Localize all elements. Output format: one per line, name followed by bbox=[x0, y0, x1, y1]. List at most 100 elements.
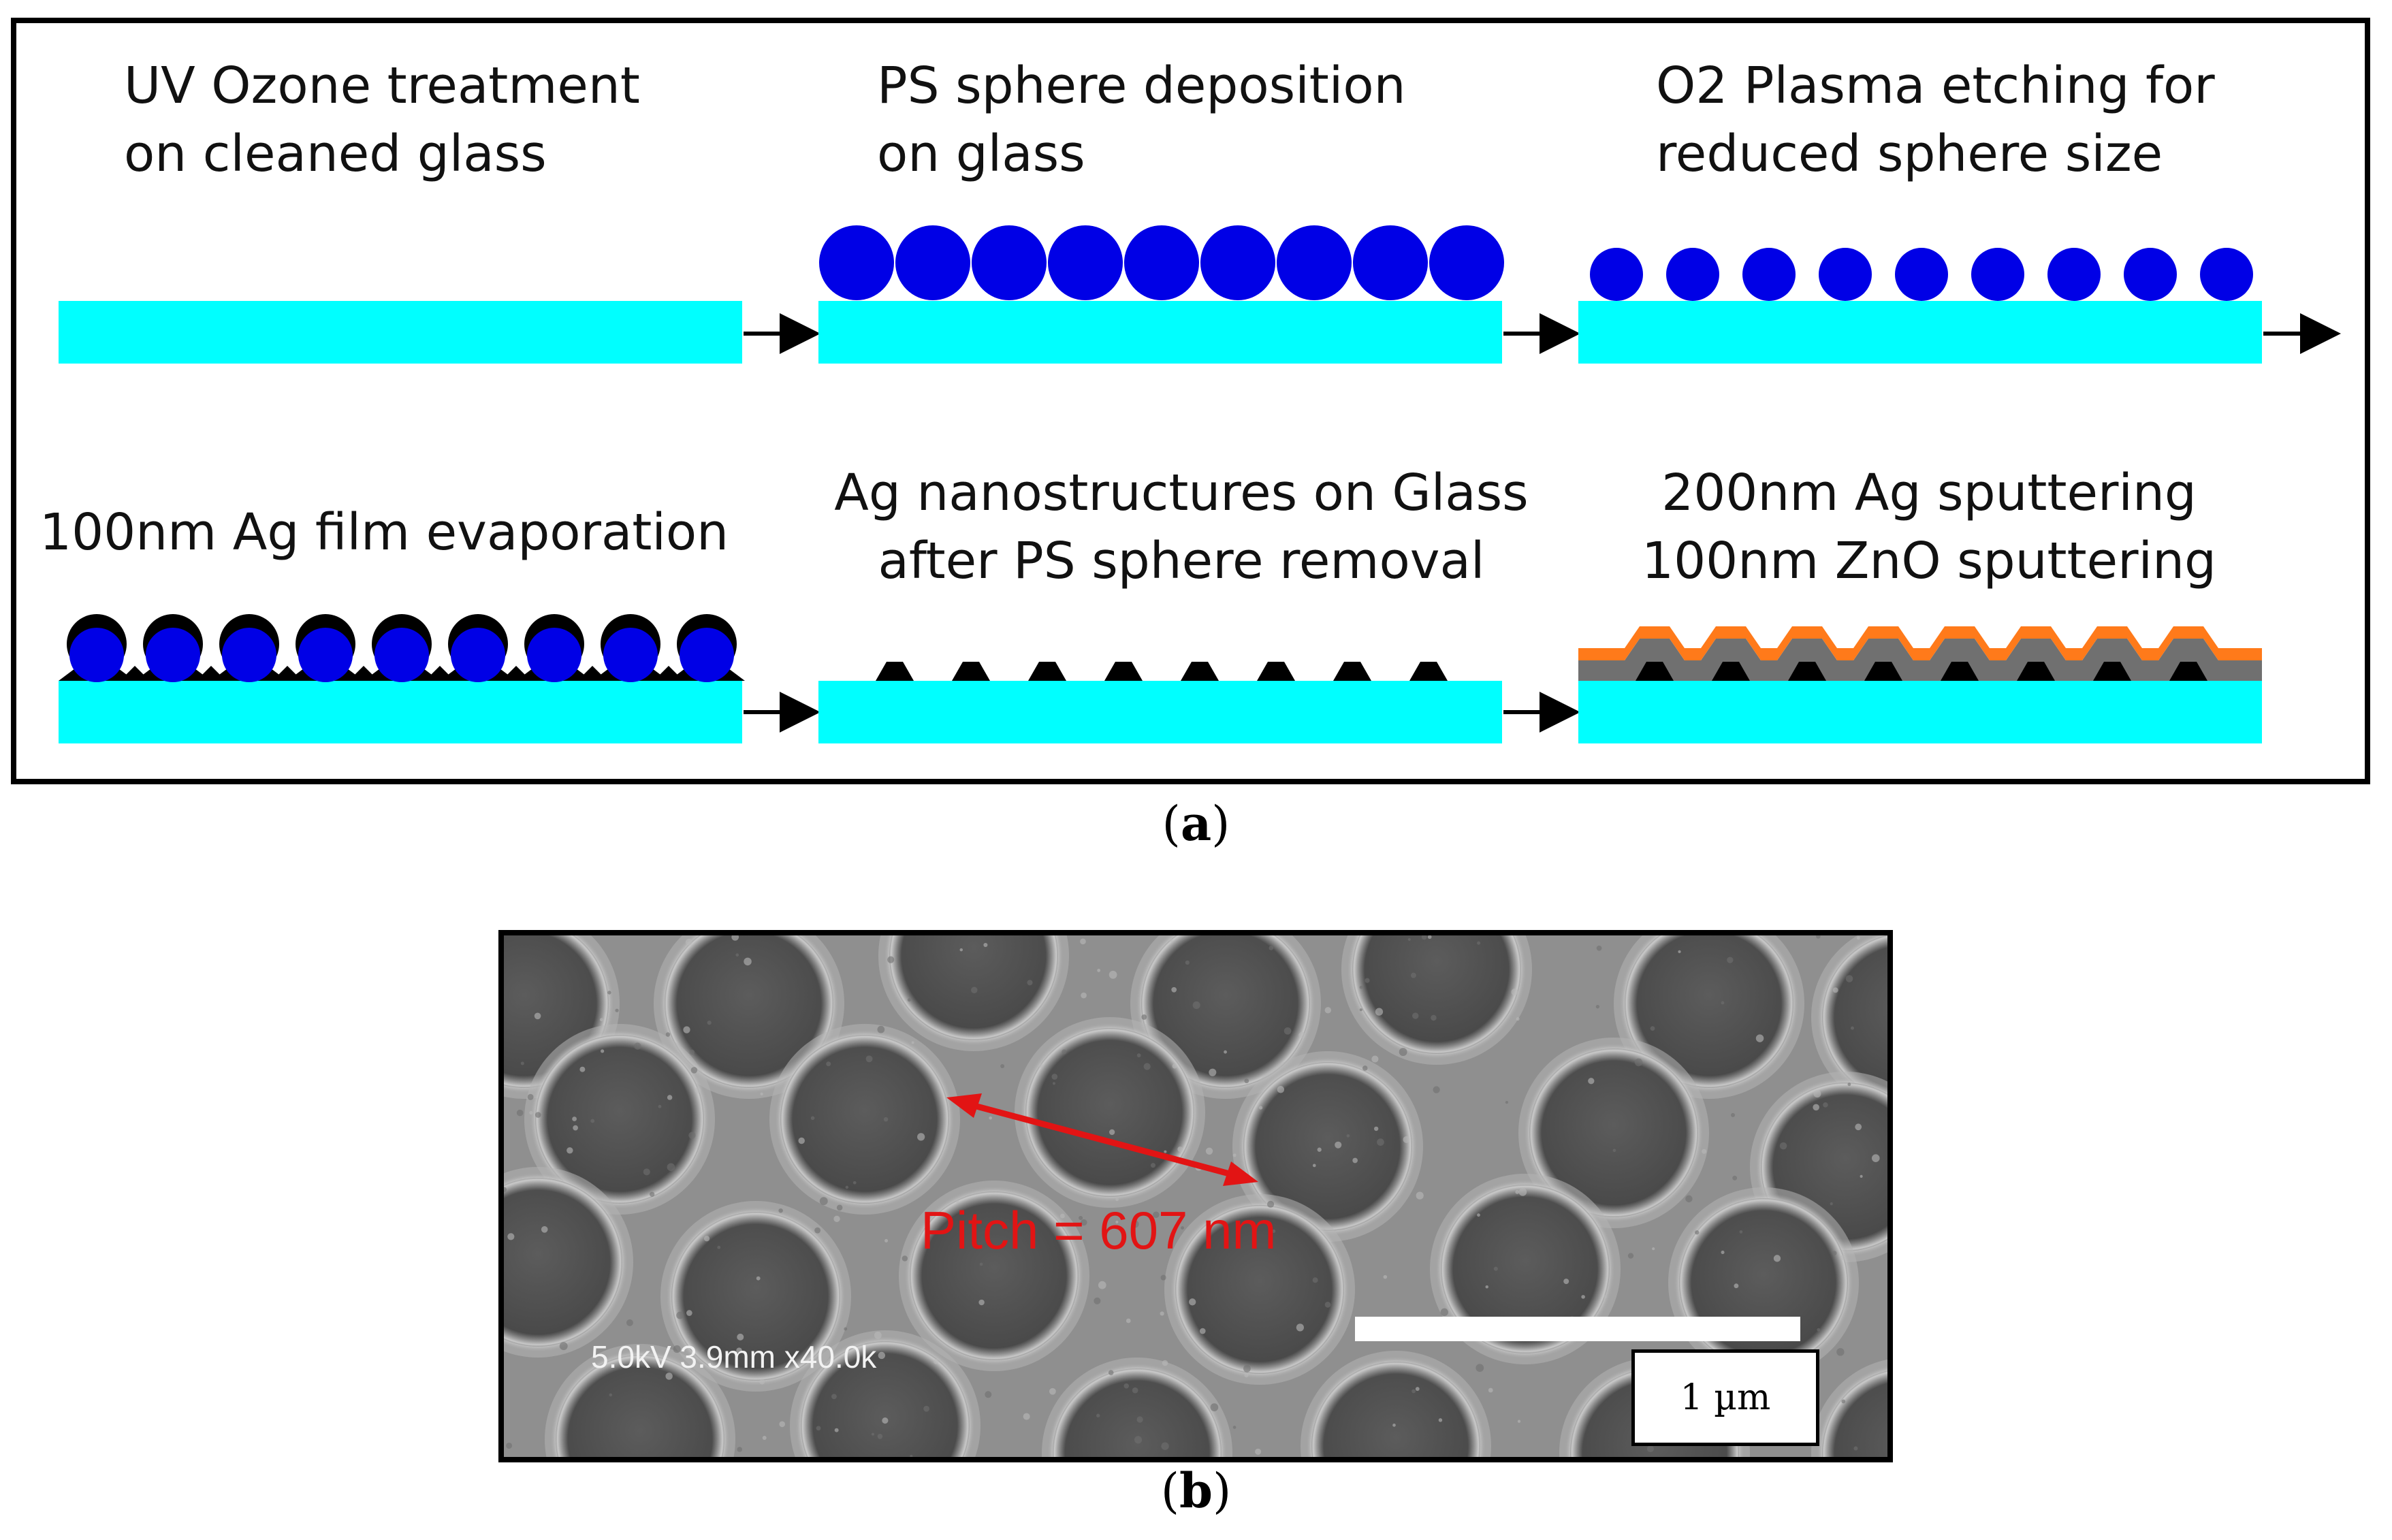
surface-grain bbox=[1392, 1424, 1396, 1427]
surface-grain bbox=[1051, 1074, 1058, 1080]
surface-grain bbox=[599, 1018, 603, 1022]
surface-grain bbox=[1817, 1328, 1821, 1332]
surface-grain bbox=[1652, 1247, 1655, 1251]
surface-grain bbox=[1277, 1086, 1285, 1093]
surface-grain bbox=[516, 1109, 524, 1117]
surface-grain bbox=[1476, 1364, 1484, 1373]
surface-grain bbox=[1836, 1348, 1845, 1356]
surface-grain bbox=[1164, 1150, 1167, 1153]
surface-grain bbox=[874, 1331, 882, 1339]
ag-nanostructure bbox=[1333, 662, 1371, 681]
surface-grain bbox=[506, 1442, 513, 1449]
surface-grain bbox=[1847, 1082, 1851, 1087]
surface-grain bbox=[1153, 1211, 1160, 1218]
surface-grain bbox=[634, 1042, 641, 1050]
ps-sphere bbox=[1277, 225, 1352, 300]
surface-grain bbox=[1000, 1064, 1005, 1068]
surface-grain bbox=[865, 1055, 873, 1063]
surface-grain bbox=[1365, 978, 1370, 983]
surface-grain bbox=[1779, 1142, 1787, 1150]
ps-sphere-monolayer bbox=[819, 225, 1504, 300]
surface-grain bbox=[690, 1067, 698, 1074]
surface-grain bbox=[1224, 1050, 1227, 1054]
surface-grain bbox=[1485, 1285, 1488, 1289]
ps-sphere bbox=[680, 628, 734, 682]
surface-grain bbox=[737, 1333, 744, 1341]
surface-grain bbox=[1131, 1220, 1139, 1228]
surface-grain bbox=[1244, 1373, 1249, 1378]
surface-grain bbox=[1816, 935, 1821, 939]
surface-grain bbox=[1141, 1014, 1147, 1020]
surface-grain bbox=[1209, 1068, 1217, 1076]
surface-grain bbox=[1830, 1202, 1833, 1206]
surface-grain bbox=[1269, 946, 1274, 950]
ps-sphere bbox=[1124, 225, 1199, 300]
surface-grain bbox=[1850, 1026, 1854, 1030]
surface-grain bbox=[707, 1021, 712, 1025]
surface-grain bbox=[736, 1347, 742, 1354]
surface-grain bbox=[983, 942, 988, 948]
surface-grain bbox=[844, 1327, 848, 1331]
surface-grain bbox=[1517, 1419, 1521, 1423]
surface-grain bbox=[731, 935, 739, 941]
ag-nanostructure bbox=[1941, 662, 1979, 681]
step-3-line1: O2 Plasma etching for bbox=[1656, 57, 2215, 115]
step-1-line1: UV Ozone treatment bbox=[124, 57, 640, 115]
surface-grain bbox=[1860, 1174, 1863, 1178]
surface-grain bbox=[1477, 1213, 1480, 1217]
surface-grain bbox=[1813, 1104, 1819, 1111]
surface-grain bbox=[1081, 1219, 1087, 1226]
surface-grain bbox=[689, 1049, 695, 1055]
surface-grain bbox=[1161, 1442, 1169, 1450]
step-3-line2: reduced sphere size bbox=[1656, 125, 2163, 183]
surface-grain bbox=[1359, 985, 1363, 989]
surface-grain bbox=[1731, 1112, 1736, 1117]
process-flow-drawing bbox=[59, 225, 2341, 743]
surface-grain bbox=[1094, 1297, 1101, 1304]
surface-grain bbox=[1477, 941, 1481, 945]
pore-highlight bbox=[1435, 1179, 1615, 1359]
surface-grain bbox=[833, 1215, 840, 1223]
surface-grain bbox=[1732, 1175, 1738, 1181]
surface-grain bbox=[541, 1226, 548, 1233]
etched-ps-sphere bbox=[2047, 248, 2101, 301]
surface-grain bbox=[917, 1133, 925, 1141]
surface-grain bbox=[683, 1026, 690, 1033]
surface-grain bbox=[1493, 1266, 1498, 1271]
surface-grain bbox=[1855, 1123, 1862, 1131]
pore-highlight bbox=[659, 935, 839, 1093]
surface-grain bbox=[1181, 1226, 1184, 1230]
surface-grain bbox=[779, 1421, 786, 1428]
surface-grain bbox=[1427, 935, 1432, 940]
pore-highlight bbox=[1817, 935, 1887, 1105]
surface-grain bbox=[1383, 1274, 1388, 1279]
surface-grain bbox=[1721, 1250, 1725, 1255]
ag-nanostructure bbox=[1636, 662, 1674, 681]
surface-grain bbox=[1169, 938, 1173, 942]
surface-grain bbox=[535, 1112, 541, 1118]
ps-sphere bbox=[1429, 225, 1504, 300]
surface-grain bbox=[959, 948, 963, 952]
surface-grain bbox=[1059, 1213, 1065, 1219]
surface-grain bbox=[649, 1191, 655, 1197]
surface-grain bbox=[507, 1233, 515, 1240]
ag-nanostructure-row bbox=[876, 662, 1448, 681]
surface-grain bbox=[1243, 1364, 1251, 1373]
surface-grain bbox=[911, 1041, 914, 1044]
ps-sphere bbox=[69, 628, 124, 682]
etched-ps-sphere bbox=[2124, 248, 2177, 301]
surface-grain bbox=[760, 1092, 763, 1096]
surface-grain bbox=[923, 1405, 930, 1412]
surface-grain bbox=[1739, 1230, 1743, 1234]
surface-grain bbox=[559, 1342, 568, 1351]
step-4-line1: 100nm Ag film evaporation bbox=[39, 503, 729, 562]
surface-grain bbox=[695, 1087, 701, 1094]
surface-grain bbox=[759, 1379, 765, 1385]
surface-grain bbox=[955, 1200, 959, 1204]
surface-grain bbox=[1172, 1063, 1177, 1069]
surface-grain bbox=[1052, 1082, 1055, 1085]
surface-grain bbox=[1433, 1086, 1440, 1093]
ag-nanostructure bbox=[2093, 662, 2131, 681]
surface-grain bbox=[1232, 1426, 1237, 1429]
surface-grain bbox=[810, 1116, 815, 1121]
